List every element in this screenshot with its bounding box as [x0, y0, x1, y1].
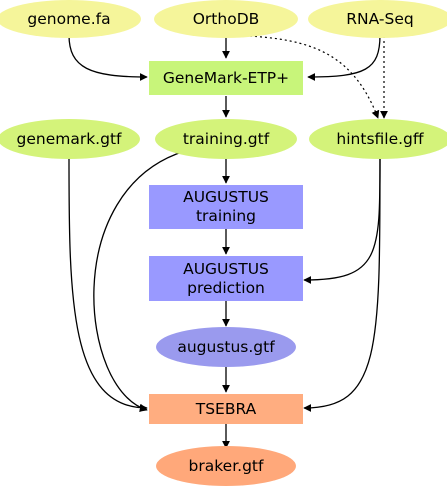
node-training-gtf: training.gtf: [155, 119, 297, 159]
node-label: training.gtf: [183, 130, 270, 148]
node-label-line1: AUGUSTUS: [183, 188, 269, 206]
input-file-ellipse: [154, 0, 298, 38]
input-file-ellipse: [0, 0, 141, 38]
node-orthodb: OrthoDB: [154, 0, 298, 38]
node-rna-seq: RNA-Seq: [308, 0, 447, 38]
node-label: genome.fa: [27, 10, 110, 28]
input-file-ellipse: [308, 0, 447, 38]
gtf-file-ellipse: [0, 119, 140, 159]
edge-hints-to-augpred: [303, 158, 381, 284]
output-file-ellipse: [156, 327, 296, 367]
edge-hints-to-tsebra: [303, 158, 381, 412]
node-label: GeneMark-ETP+: [163, 69, 289, 87]
node-label-line2: prediction: [187, 279, 265, 297]
node-augustus-prediction: AUGUSTUS prediction: [149, 256, 303, 301]
node-label: augustus.gtf: [177, 338, 275, 356]
node-genemark-gtf: genemark.gtf: [0, 119, 140, 159]
node-label: braker.gtf: [189, 457, 264, 475]
process-box: [149, 61, 303, 95]
node-label: OrthoDB: [193, 10, 260, 28]
process-box: [149, 256, 303, 301]
node-genemark-etp: GeneMark-ETP+: [149, 61, 303, 95]
node-label-line1: AUGUSTUS: [183, 260, 269, 278]
node-tsebra: TSEBRA: [149, 394, 303, 424]
node-label: RNA-Seq: [346, 10, 413, 28]
gtf-file-ellipse: [309, 119, 447, 159]
node-label: hintsfile.gff: [336, 130, 423, 148]
output-file-ellipse: [156, 446, 296, 486]
node-braker-gtf: braker.gtf: [156, 446, 296, 486]
edge-rnaseq-to-genemark: [307, 34, 381, 81]
edge-genemarkgtf-to-tsebra: [68, 157, 148, 412]
edge-genome-to-genemark: [68, 34, 148, 81]
node-augustus-training: AUGUSTUS training: [149, 185, 303, 229]
edge-training-to-tsebra: [93, 150, 186, 412]
node-hintsfile-gff: hintsfile.gff: [309, 119, 447, 159]
node-genome-fa: genome.fa: [0, 0, 141, 38]
node-label: genemark.gtf: [17, 130, 123, 148]
gtf-file-ellipse: [155, 119, 297, 159]
node-augustus-gtf: augustus.gtf: [156, 327, 296, 367]
edges: [68, 34, 388, 449]
node-label-line2: training: [196, 207, 256, 225]
process-box: [149, 185, 303, 229]
process-box: [149, 394, 303, 424]
node-label: TSEBRA: [195, 400, 257, 418]
edge-orthodb-to-hints-dotted: [229, 34, 380, 119]
